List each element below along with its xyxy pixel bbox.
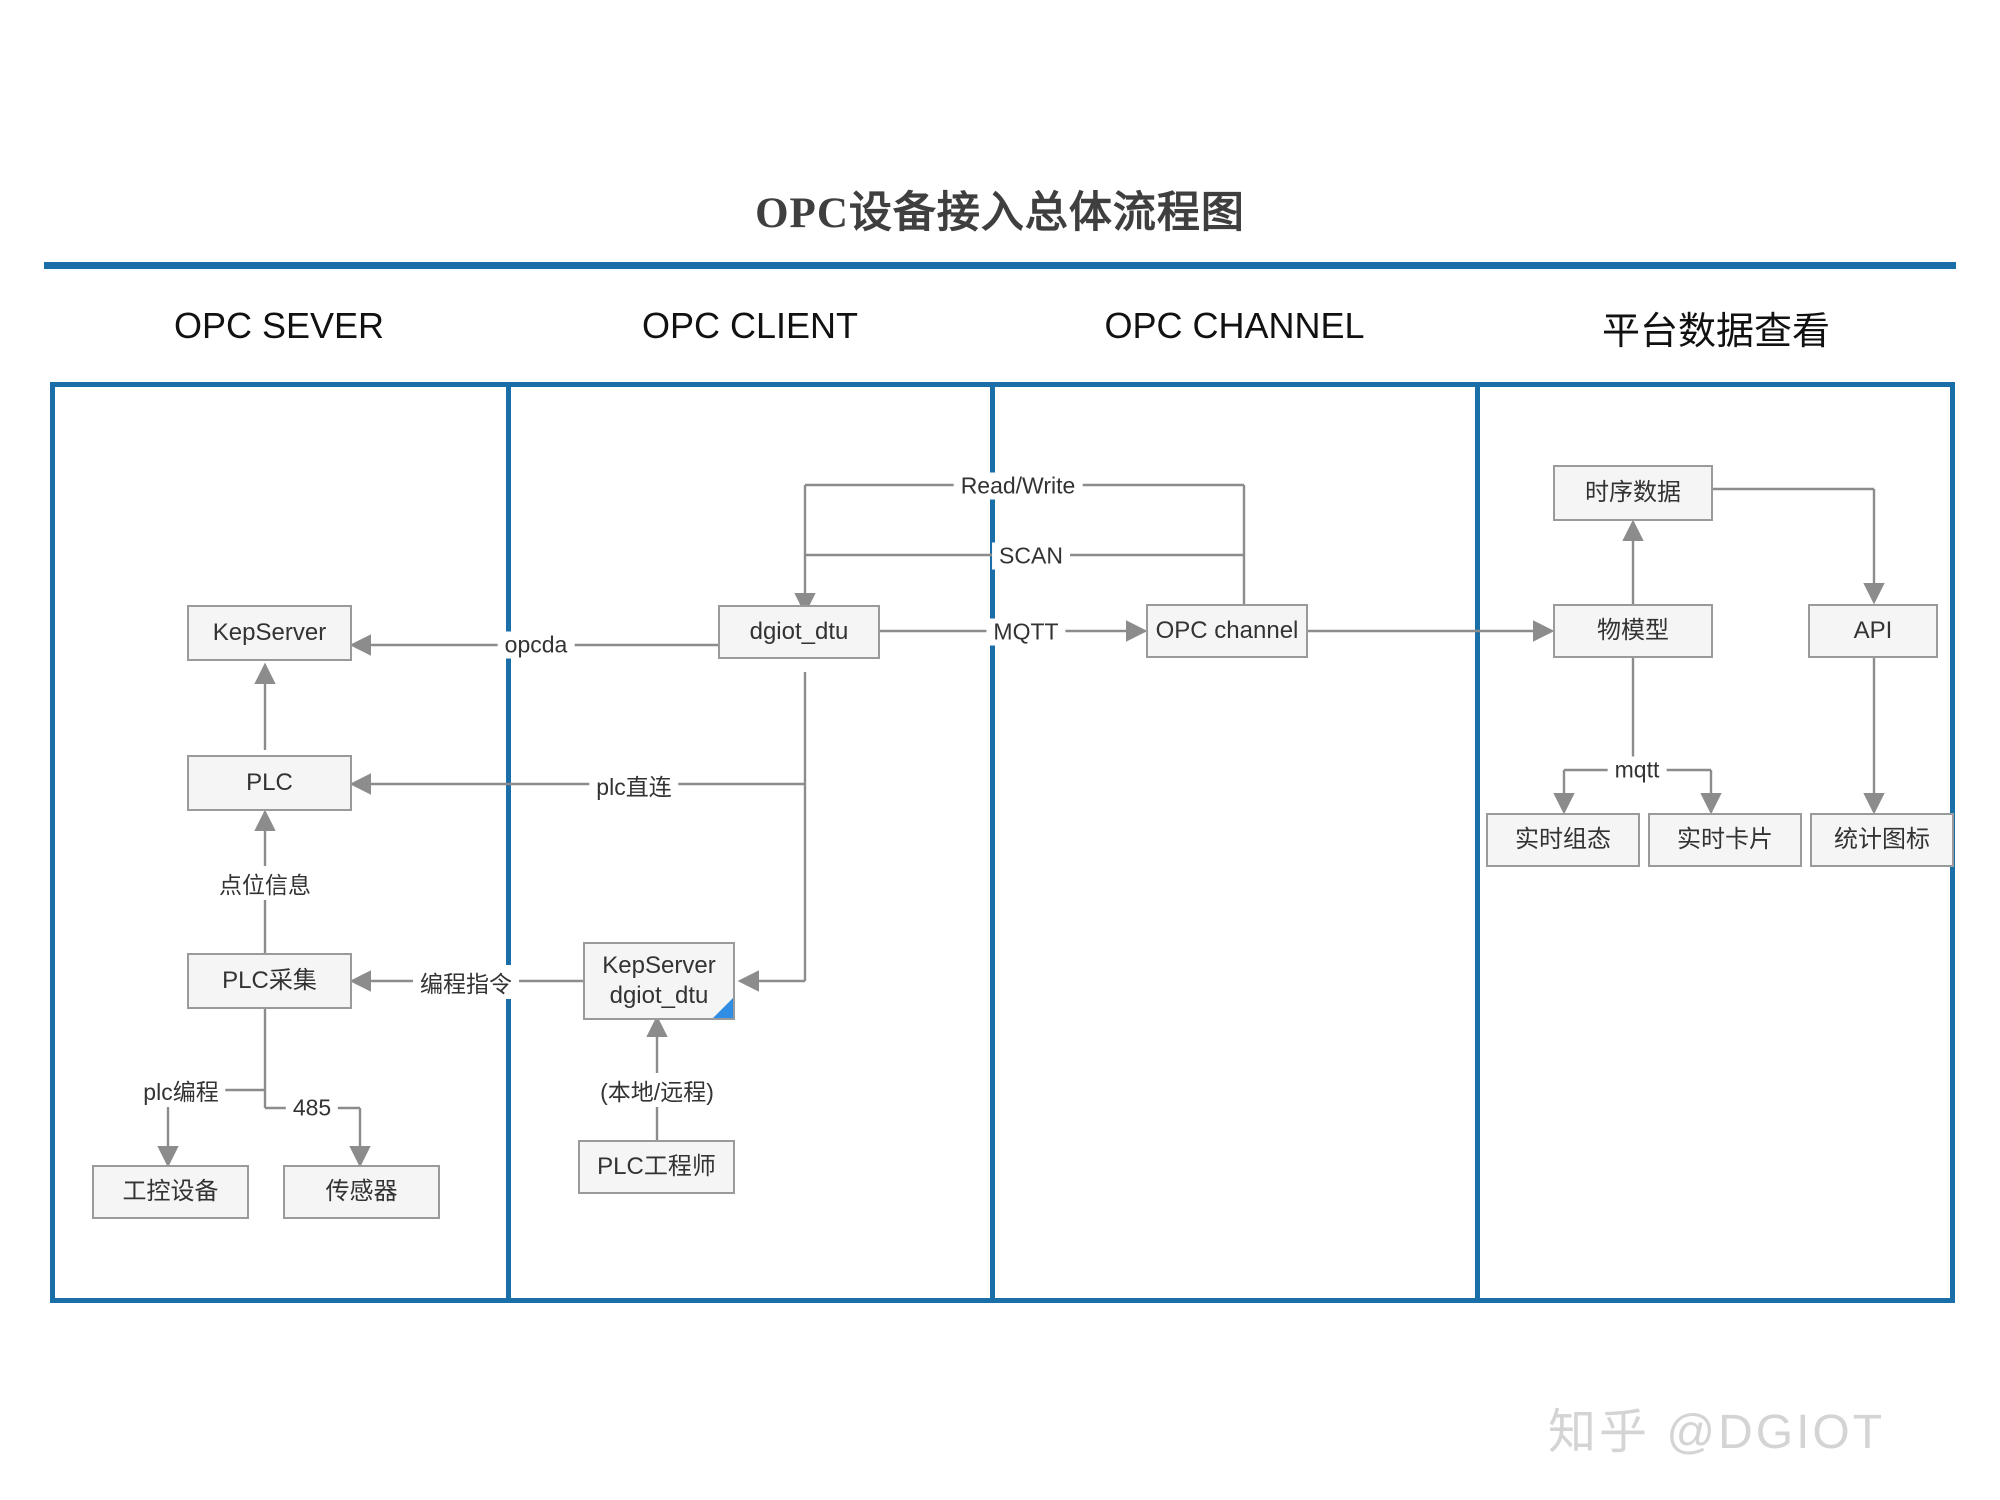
node-realtime-scada[interactable]: 实时组态 xyxy=(1486,813,1640,867)
node-api[interactable]: API xyxy=(1808,604,1938,658)
column-header-label: OPC CLIENT xyxy=(641,305,859,346)
edge-label-text: 编程指令 xyxy=(420,971,512,997)
column-header-opc-server: OPC SEVER xyxy=(50,305,508,347)
column-header-opc-channel: OPC CHANNEL xyxy=(992,305,1477,347)
node-label: 统计图标 xyxy=(1834,826,1930,853)
node-kepserver-dgiot-dtu[interactable]: KepServer dgiot_dtu xyxy=(583,942,735,1020)
edge-label-mqtt-upper: MQTT xyxy=(986,618,1066,646)
node-label: 传感器 xyxy=(325,1178,398,1205)
node-plc-collect[interactable]: PLC采集 xyxy=(187,953,352,1009)
node-opc-channel[interactable]: OPC channel xyxy=(1146,604,1308,658)
node-label: dgiot_dtu xyxy=(749,618,849,645)
column-header-label: 平台数据查看 xyxy=(1601,311,1830,353)
node-kepserver[interactable]: KepServer xyxy=(187,605,352,661)
node-label: 实时卡片 xyxy=(1677,826,1773,853)
edge-label-plc-program: plc编程 xyxy=(136,1073,226,1107)
node-dgiot-dtu[interactable]: dgiot_dtu xyxy=(718,605,880,659)
edge-label-text: SCAN xyxy=(999,542,1063,569)
edge-label-485: 485 xyxy=(285,1094,339,1122)
watermark: 知乎 @DGIOT xyxy=(1548,1392,1885,1462)
column-header-platform: 平台数据查看 xyxy=(1477,300,1955,355)
watermark-text: 知乎 @DGIOT xyxy=(1548,1406,1886,1459)
edge-label-text: (本地/远程) xyxy=(600,1079,714,1105)
edge-label-text: opcda xyxy=(504,631,568,658)
page-title-text: OPC设备接入总体流程图 xyxy=(755,190,1245,237)
edge-label-plc-direct: plc直连 xyxy=(589,768,679,802)
node-time-series-data[interactable]: 时序数据 xyxy=(1553,465,1713,521)
node-label-line2: dgiot_dtu xyxy=(609,982,709,1009)
edge-label-text: plc编程 xyxy=(143,1079,219,1105)
node-plc-engineer[interactable]: PLC工程师 xyxy=(578,1140,735,1194)
column-header-opc-client: OPC CLIENT xyxy=(508,305,992,347)
node-label: 物模型 xyxy=(1597,617,1669,644)
edge-label-local-remote: (本地/远程) xyxy=(593,1073,721,1107)
title-rule xyxy=(44,262,1956,269)
column-header-label: OPC SEVER xyxy=(173,305,385,346)
edge-label-program-command: 编程指令 xyxy=(413,965,519,999)
column-divider-1 xyxy=(506,382,511,1303)
column-header-label: OPC CHANNEL xyxy=(1104,305,1365,346)
edge-label-text: Read/Write xyxy=(960,472,1076,499)
edge-label-text: plc直连 xyxy=(596,774,672,800)
edge-label-scan: SCAN xyxy=(992,542,1070,570)
node-sensor[interactable]: 传感器 xyxy=(283,1165,440,1219)
edge-label-mqtt-lower: mqtt xyxy=(1607,756,1667,784)
edge-label-text: MQTT xyxy=(993,618,1059,645)
node-thing-model[interactable]: 物模型 xyxy=(1553,604,1713,658)
node-label-line1: KepServer xyxy=(602,952,716,979)
node-realtime-card[interactable]: 实时卡片 xyxy=(1648,813,1802,867)
node-label: OPC channel xyxy=(1155,617,1299,644)
node-plc[interactable]: PLC xyxy=(187,755,352,811)
edge-label-point-info: 点位信息 xyxy=(212,866,318,900)
node-label: PLC xyxy=(246,769,293,796)
node-label: API xyxy=(1853,617,1893,644)
blue-corner-marker-icon xyxy=(713,998,733,1018)
node-statistics-chart[interactable]: 统计图标 xyxy=(1810,813,1954,867)
node-label: 工控设备 xyxy=(122,1178,219,1205)
node-label: PLC采集 xyxy=(222,967,317,994)
node-label: KepServer xyxy=(212,619,327,646)
node-industrial-device[interactable]: 工控设备 xyxy=(92,1165,249,1219)
edge-label-opcda: opcda xyxy=(497,631,575,659)
edge-label-text: 点位信息 xyxy=(219,872,311,898)
edge-label-text: mqtt xyxy=(1614,756,1660,783)
edge-label-read-write: Read/Write xyxy=(953,472,1083,500)
column-divider-3 xyxy=(1475,382,1480,1303)
page-title: OPC设备接入总体流程图 xyxy=(0,178,2000,240)
node-label: PLC工程师 xyxy=(597,1153,716,1180)
edge-label-text: 485 xyxy=(292,1094,332,1121)
column-divider-2 xyxy=(990,382,995,1303)
node-label: 时序数据 xyxy=(1585,479,1681,506)
node-label: 实时组态 xyxy=(1515,826,1611,853)
